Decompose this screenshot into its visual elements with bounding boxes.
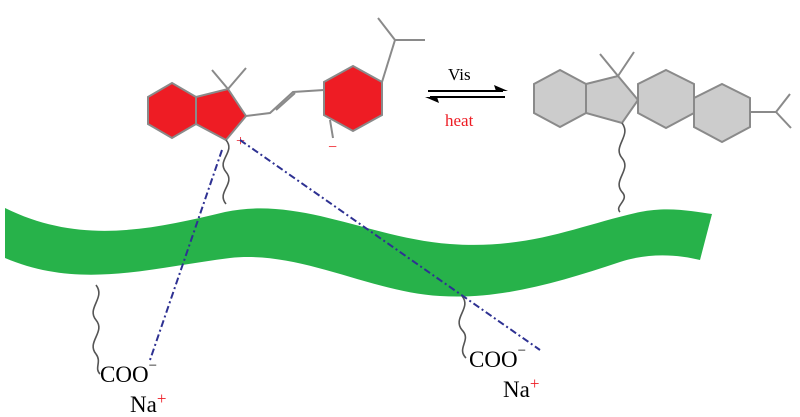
isopropyl-bond	[775, 93, 791, 113]
polymer-ribbon	[5, 208, 712, 297]
phenolate-ring	[323, 64, 383, 133]
isopropyl-bond	[775, 111, 792, 129]
forward-arrow-label: Vis	[448, 65, 471, 84]
interaction-line-right	[239, 139, 541, 351]
methyl-bond	[617, 51, 635, 77]
right-sodium-charge: +	[530, 374, 540, 393]
left-carboxylate-charge: −	[149, 358, 157, 374]
reverse-arrow-label: heat	[445, 111, 474, 130]
left-carboxylate-label: COO−	[100, 358, 157, 387]
isopropyl-bond	[377, 17, 396, 41]
benzopyran-ring	[693, 82, 751, 144]
forward-arrowhead	[494, 85, 508, 91]
methyl-bond	[599, 53, 619, 77]
equilibrium-arrows	[425, 85, 508, 103]
pyran-ring	[637, 68, 695, 130]
closed-form-tether	[617, 122, 626, 213]
right-carboxylate-label: COO−	[469, 343, 526, 372]
right-sodium-label: Na+	[503, 374, 539, 402]
left-carboxylate-tether	[92, 284, 101, 375]
right-carboxylate-tether	[458, 295, 467, 359]
left-sodium-charge: +	[157, 389, 167, 408]
interaction-line-left	[149, 149, 223, 361]
phenolate-oxygen-bond	[329, 119, 334, 139]
vinyl-double-bond	[275, 92, 296, 111]
open-form-tether	[222, 139, 230, 205]
negative-charge-label: −	[328, 139, 337, 156]
reverse-arrowhead	[425, 97, 439, 103]
isopropyl-bond	[381, 39, 396, 83]
vinyl-bridge	[245, 89, 325, 117]
indoline-five-ring	[195, 87, 248, 142]
left-sodium-label: Na+	[130, 389, 166, 417]
indoline-benzene-ring	[533, 68, 587, 129]
right-carboxylate-charge: −	[518, 343, 526, 359]
indoline-five-ring	[585, 74, 640, 125]
methyl-bond	[227, 67, 247, 90]
methyl-bond	[211, 69, 229, 90]
indoline-benzene-ring	[147, 81, 197, 140]
merocyanine-open-form	[147, 17, 425, 205]
spiropyran-closed-form	[533, 51, 792, 213]
